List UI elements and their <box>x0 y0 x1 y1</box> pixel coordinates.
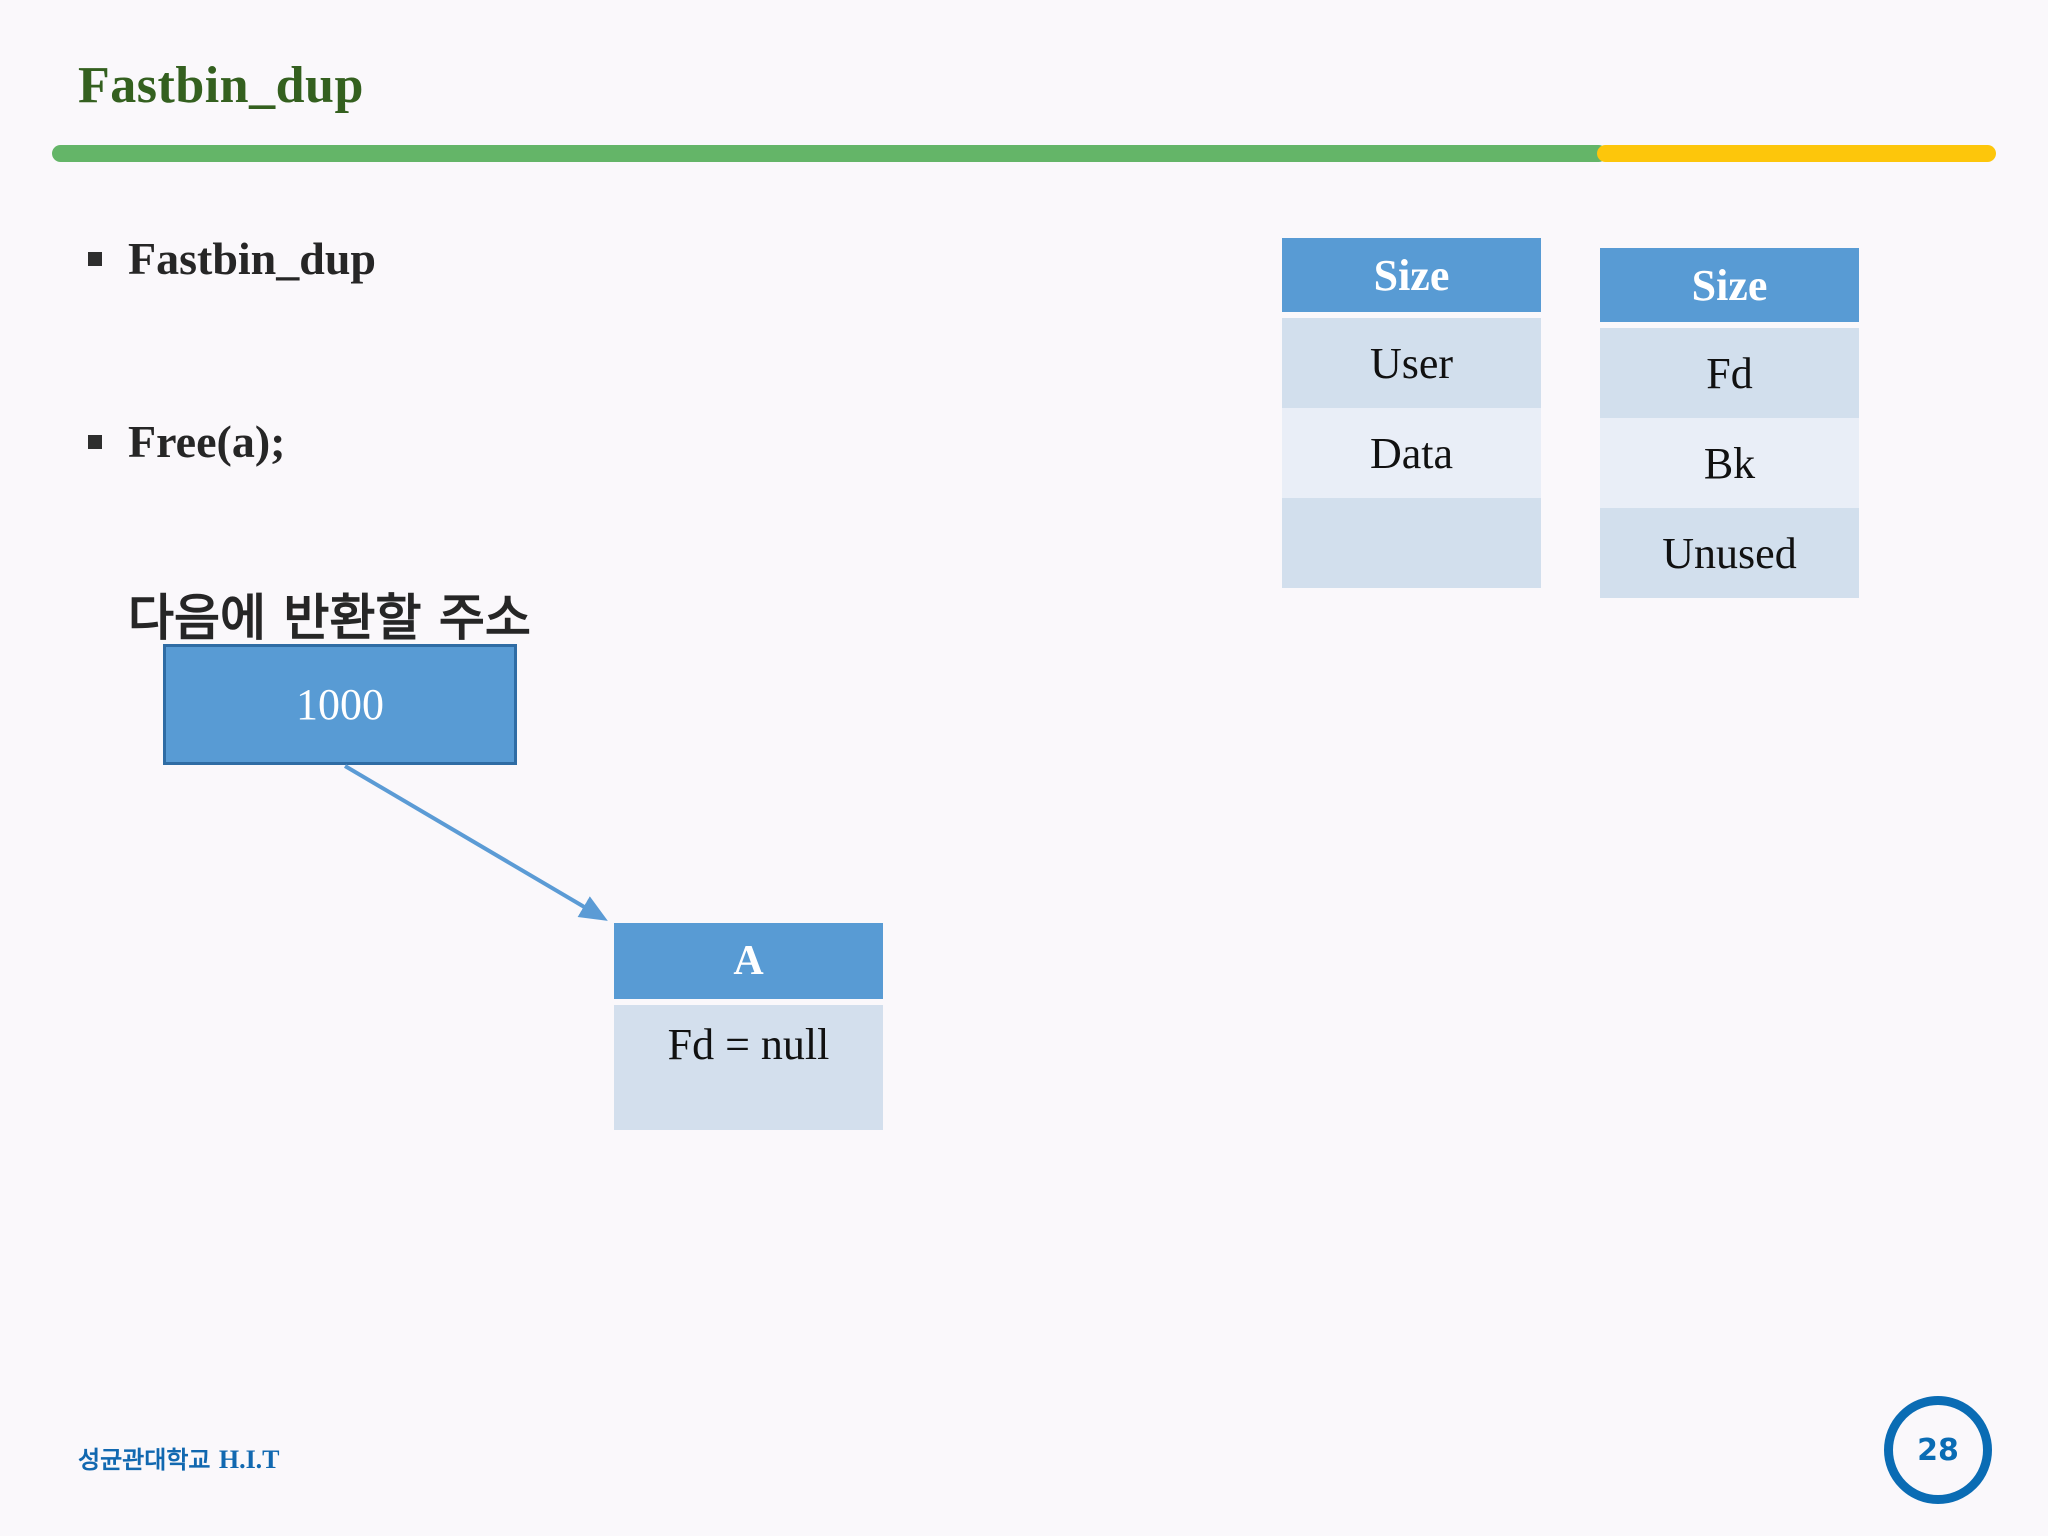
chunk-table-freed-row-size: Size <box>1600 248 1859 322</box>
footer-organization-korean: 성균관대학교 <box>78 1446 211 1474</box>
chunk-table-allocated-row-size: Size <box>1282 238 1541 312</box>
pointer-arrow-icon <box>343 764 608 921</box>
page-number-badge: 28 <box>1884 1396 1992 1504</box>
bullet-item-1: Fastbin_dup <box>88 232 376 285</box>
footer-organization: 성균관대학교 H.I.T <box>78 1440 280 1475</box>
title-divider <box>52 145 1996 162</box>
chunk-table-freed-row-unused: Unused <box>1600 508 1859 598</box>
footer-organization-roman: H.I.T <box>218 1445 280 1474</box>
page-title: Fastbin_dup <box>78 57 364 114</box>
bullet-item-2: Free(a); <box>88 415 285 468</box>
address-box: 1000 <box>163 644 517 765</box>
next-return-address-caption: 다음에 반환할 주소 <box>128 589 531 647</box>
chunk-table-allocated-row-empty <box>1282 498 1541 588</box>
chunk-a: A Fd = null <box>614 923 883 1130</box>
chunk-table-freed-row-fd: Fd <box>1600 328 1859 418</box>
chunk-table-allocated: Size User Data <box>1282 238 1541 588</box>
bullet-item-1-label: Fastbin_dup <box>128 233 377 284</box>
divider-green-segment <box>52 145 1607 162</box>
chunk-table-freed: Size Fd Bk Unused <box>1600 248 1859 598</box>
divider-yellow-segment <box>1597 145 1996 162</box>
chunk-table-allocated-row-data: Data <box>1282 408 1541 498</box>
chunk-a-fd-field: Fd = null <box>614 1005 883 1130</box>
chunk-a-header: A <box>614 923 883 999</box>
chunk-table-allocated-row-user: User <box>1282 318 1541 408</box>
square-bullet-icon <box>88 251 102 266</box>
chunk-table-freed-row-bk: Bk <box>1600 418 1859 508</box>
address-box-value: 1000 <box>296 680 384 729</box>
square-bullet-icon <box>88 434 102 449</box>
bullet-item-2-label: Free(a); <box>128 416 286 467</box>
